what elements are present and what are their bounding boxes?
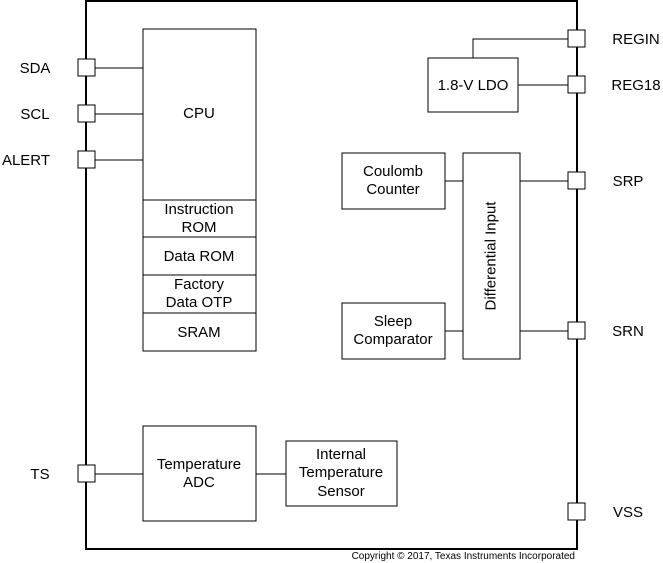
instruction-rom-block [142, 199, 257, 238]
cpu-block [142, 28, 257, 201]
internal-temperature-sensor-label-line-2: Temperature [299, 464, 383, 481]
sram-block [142, 312, 257, 352]
reg18-pin [567, 75, 586, 94]
sram-label: SRAM [177, 324, 220, 341]
factory-data-otp-label-line-1: Factory [174, 276, 225, 293]
ts-pin-label: TS [30, 466, 49, 483]
temperature-adc-label-line-2: ADC [183, 474, 215, 491]
srp-pin [567, 171, 586, 190]
sda-pin [77, 58, 96, 77]
sleep-comparator-label-line-2: Comparator [353, 331, 432, 348]
scl-pin [77, 104, 96, 123]
sleep-comparator-block [341, 302, 446, 360]
alert-pin [77, 150, 96, 169]
alert-pin-label: ALERT [2, 152, 50, 169]
vss-pin-label: VSS [613, 504, 643, 521]
coulomb-counter-block [341, 152, 446, 210]
internal-temperature-sensor-label-line-3: Sensor [317, 483, 365, 500]
data-rom-label: Data ROM [164, 248, 235, 265]
srp-pin-label: SRP [613, 173, 644, 190]
copyright-notice: Copyright © 2017, Texas Instruments Inco… [352, 551, 575, 562]
instruction-rom-label-line-1: Instruction [164, 201, 233, 218]
internal-temperature-sensor-block [285, 440, 398, 507]
factory-data-otp-block [142, 274, 257, 314]
differential-input-label: Differential Input [483, 201, 500, 311]
ldo-block [427, 57, 519, 113]
differential-input-block [462, 152, 521, 360]
ldo-label: 1.8-V LDO [438, 77, 509, 94]
connection-wires [95, 38, 568, 475]
chip-outline [85, 0, 578, 550]
sda-pin-label: SDA [20, 60, 51, 77]
coulomb-counter-label-line-1: Coulomb [363, 163, 423, 180]
regin-pin-label: REGIN [612, 31, 660, 48]
sleep-comparator-label-line-1: Sleep [374, 313, 412, 330]
data-rom-block [142, 236, 257, 276]
vss-pin [567, 502, 586, 521]
coulomb-counter-label-line-2: Counter [366, 181, 419, 198]
instruction-rom-label-line-2: ROM [182, 219, 217, 236]
temperature-adc-label-line-1: Temperature [157, 456, 241, 473]
srn-pin [567, 321, 586, 340]
regin-pin [567, 29, 586, 48]
reg18-pin-label: REG18 [611, 77, 660, 94]
internal-temperature-sensor-label-line-1: Internal [316, 446, 366, 463]
scl-pin-label: SCL [20, 106, 49, 123]
temperature-adc-block [142, 425, 257, 522]
ts-pin [77, 464, 96, 483]
factory-data-otp-label-line-2: Data OTP [166, 294, 233, 311]
srn-pin-label: SRN [612, 323, 644, 340]
cpu-label: CPU [183, 105, 215, 122]
